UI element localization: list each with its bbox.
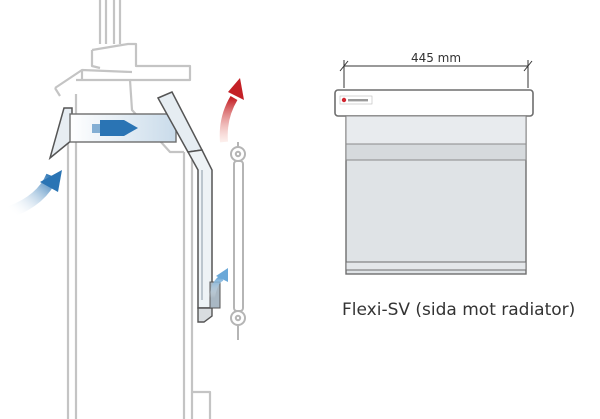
radiator (230, 142, 246, 340)
airflow-warm-out-arrow-icon (219, 78, 244, 143)
airflow-up-arrow-icon (209, 268, 228, 299)
airflow-through-arrow-icon (92, 120, 138, 136)
dimension-label: 445 mm (411, 51, 461, 65)
ventilation-duct (48, 91, 221, 323)
airflow-in-arrow-icon (7, 170, 62, 218)
brand-logo (339, 95, 373, 105)
unit-front-view (334, 89, 534, 275)
diagram-caption: Flexi-SV (sida mot radiator) (342, 300, 576, 320)
wall-section (54, 0, 212, 419)
dimension-line (339, 60, 533, 88)
